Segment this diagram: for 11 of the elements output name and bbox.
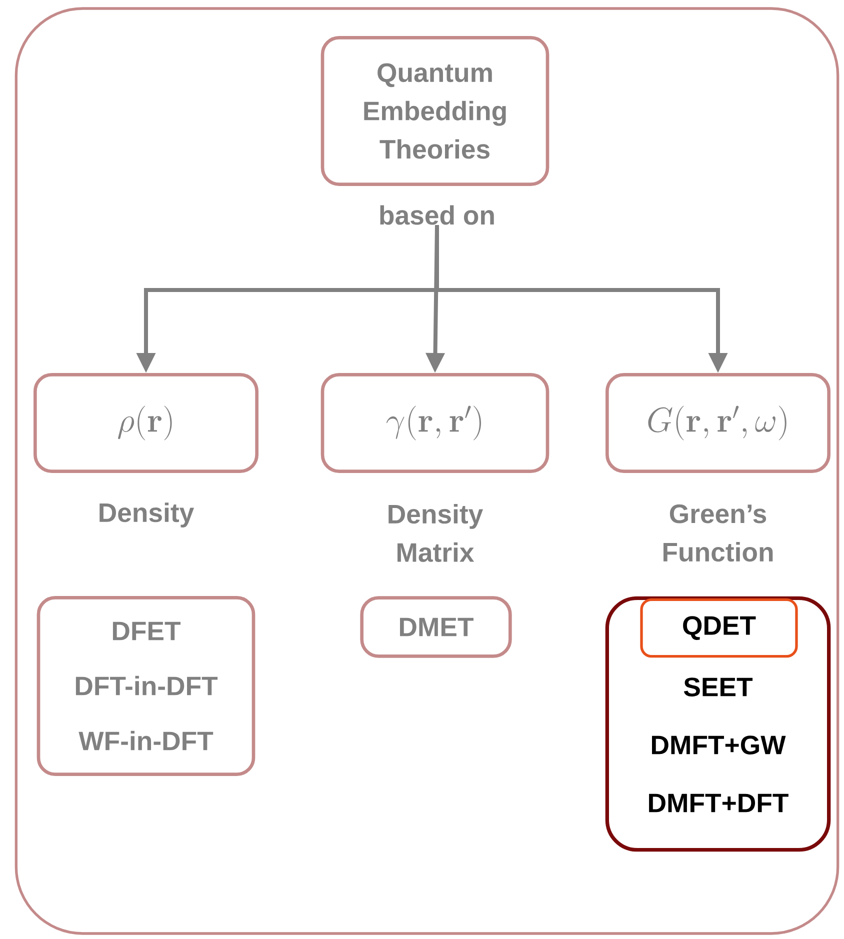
method-box: DFET DFT-in-DFT WF-in-DFT [36, 596, 256, 776]
caption-text: Density [100, 502, 194, 528]
formula-box: $\gamma(\mathbf{r},\mathbf{r}')$ [320, 373, 550, 473]
caption-text: Density Matrix [388, 504, 484, 562]
formula-box: $\rho(\mathbf{r})$ [34, 373, 258, 473]
highlight-box: QDET [640, 598, 798, 658]
formula-box: $G(\mathbf{r},\mathbf{r}',\omega)$ [606, 373, 830, 473]
caption-text: Green’s Function [664, 504, 773, 562]
title-box: Quantum Embedding Theories [320, 36, 550, 186]
method-box: DMET [360, 596, 512, 658]
node-label: based on [380, 205, 494, 225]
